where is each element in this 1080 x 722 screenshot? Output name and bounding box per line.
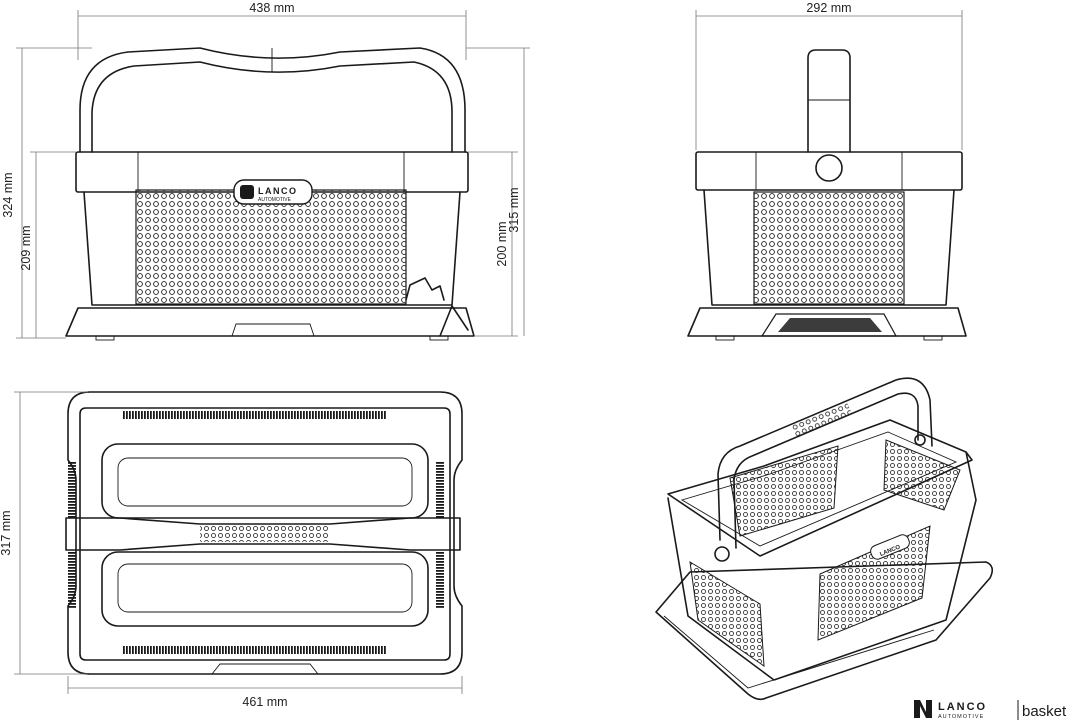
side-rim — [695, 151, 963, 191]
side-mesh — [753, 191, 905, 305]
dim-total-height: 324 mm — [1, 172, 15, 217]
iso-base — [655, 561, 994, 701]
iso-mesh-left — [689, 561, 765, 668]
top-ribs-right — [436, 462, 444, 518]
iso-handle-grip — [791, 403, 853, 437]
top-handle-grip — [200, 526, 330, 542]
iso-body — [667, 451, 977, 681]
iso-mesh-inner-right — [883, 439, 961, 511]
top-interior-upper — [101, 443, 429, 519]
footer-brand-sub: AUTOMOTIVE — [938, 714, 984, 720]
top-view — [65, 391, 463, 675]
side-handle-pivot — [815, 154, 843, 182]
top-ribs-left — [68, 462, 76, 518]
iso-rim-front — [667, 419, 973, 557]
iso-pivot-left — [714, 546, 730, 562]
side-handle — [807, 49, 851, 153]
footer-brand-name: LANCO — [938, 701, 987, 713]
iso-pivot-right — [914, 434, 926, 446]
front-body — [83, 191, 461, 306]
front-label-brand: LANCO — [258, 186, 298, 196]
front-view: LANCO AUTOMOTIVE — [65, 47, 475, 341]
dim-side-width: 292 mm — [806, 1, 851, 15]
front-base — [65, 307, 475, 337]
front-handle — [79, 47, 466, 153]
dim-side-height: 315 mm — [507, 187, 521, 232]
footer-brand: LANCO AUTOMOTIVE basket — [914, 700, 1067, 720]
iso-handle — [717, 377, 933, 541]
top-dimensions: 461 mm 317 mm — [0, 391, 463, 709]
top-ribs-right-lower — [436, 552, 444, 608]
footer-product-name: basket — [1022, 703, 1067, 720]
isometric-view: LANCO — [655, 377, 994, 701]
front-mesh — [135, 189, 407, 305]
top-ribs-top — [122, 411, 386, 419]
dim-body-height: 209 mm — [19, 225, 33, 270]
side-body — [703, 189, 955, 306]
iso-mesh-front — [817, 525, 931, 641]
side-view — [687, 49, 967, 341]
dim-top-width: 461 mm — [242, 695, 287, 709]
dim-top-depth: 317 mm — [0, 510, 13, 555]
top-ribs-bottom — [122, 646, 386, 654]
iso-mesh-inner-left — [729, 445, 839, 537]
top-inner-rim — [79, 407, 451, 661]
front-dimensions: 438 mm 324 mm 209 mm 200 mm 315 mm — [1, 1, 530, 339]
top-ribs-left-lower — [68, 552, 76, 608]
side-base — [687, 307, 967, 337]
side-dimensions: 292 mm — [695, 1, 963, 150]
front-handle-inner — [91, 61, 453, 153]
front-label-sub: AUTOMOTIVE — [258, 197, 292, 203]
dim-front-width: 438 mm — [249, 1, 294, 15]
dim-mesh-height: 200 mm — [495, 221, 509, 266]
top-interior-lower — [101, 551, 429, 627]
front-label-logo-icon — [240, 185, 254, 199]
lanco-logo-icon — [914, 700, 932, 718]
top-handle — [65, 517, 461, 551]
